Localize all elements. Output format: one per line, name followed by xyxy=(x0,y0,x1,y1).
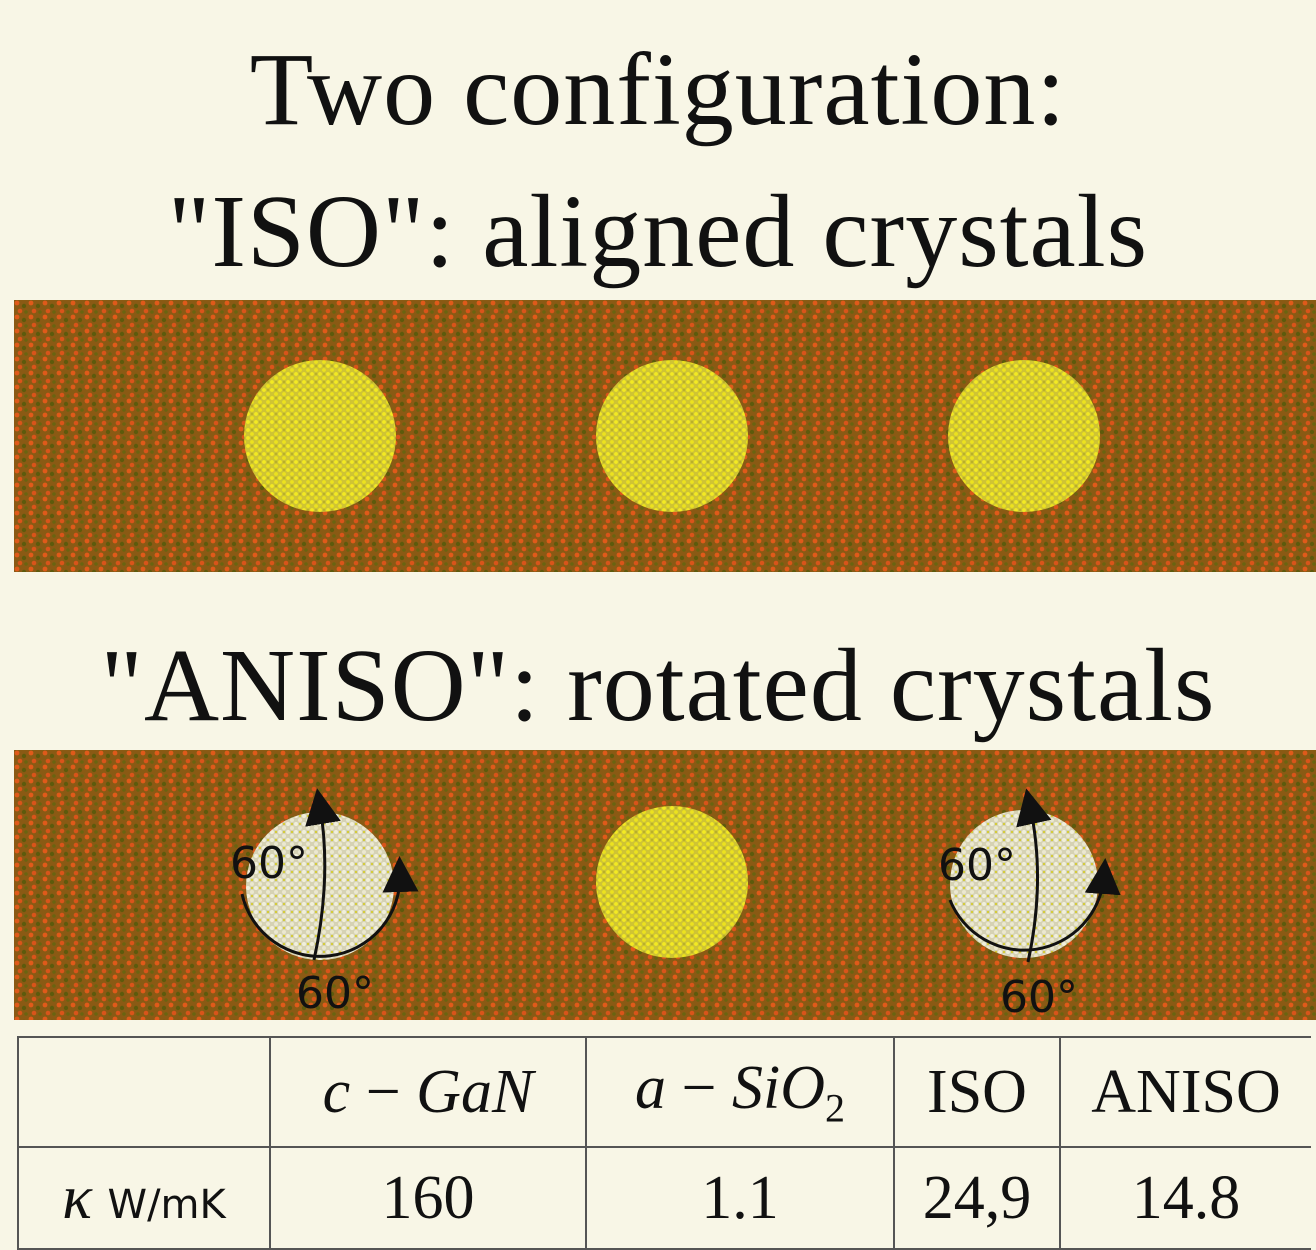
table-corner-cell xyxy=(17,1036,271,1148)
rotation-label: 60° xyxy=(296,968,374,1019)
value-a-sio2: 1.1 xyxy=(585,1146,895,1250)
crystal-2 xyxy=(596,360,748,512)
crystal-3 xyxy=(948,360,1100,512)
rotation-label: 60° xyxy=(230,838,308,889)
title-line-1: Two configuration: xyxy=(249,32,1067,147)
title-iso: "ISO": aligned crystals xyxy=(167,174,1149,289)
header-iso: ISO xyxy=(893,1036,1061,1148)
header-aniso: ANISO xyxy=(1059,1036,1311,1148)
rotation-label: 60° xyxy=(1000,972,1078,1020)
value-aniso: 14.8 xyxy=(1059,1146,1311,1250)
value-iso: 24,9 xyxy=(893,1146,1061,1250)
aniso-configuration-image: 60° 60° 60° 60° xyxy=(14,750,1316,1020)
value-c-gan: 160 xyxy=(269,1146,587,1250)
row-label-kappa: κ W/mK xyxy=(17,1146,271,1250)
rotation-label: 60° xyxy=(938,840,1016,891)
table-row: κ W/mK 160 1.1 24,9 14.8 xyxy=(17,1146,1311,1250)
title-aniso: "ANISO": rotated crystals xyxy=(100,628,1216,743)
header-c-gan: c − GaN xyxy=(269,1036,587,1148)
crystal-1 xyxy=(244,360,396,512)
iso-configuration-image xyxy=(14,300,1316,572)
table-header-row: c − GaN a − SiO2 ISO ANISO xyxy=(17,1036,1311,1148)
crystal-middle xyxy=(596,806,748,958)
rotated-crystal-right: 60° 60° xyxy=(938,788,1121,1020)
rotated-crystal-left: 60° 60° xyxy=(230,788,419,1019)
thermal-conductivity-table: c − GaN a − SiO2 ISO ANISO κ W/mK 160 1.… xyxy=(17,1036,1311,1250)
header-a-sio2: a − SiO2 xyxy=(585,1036,895,1148)
